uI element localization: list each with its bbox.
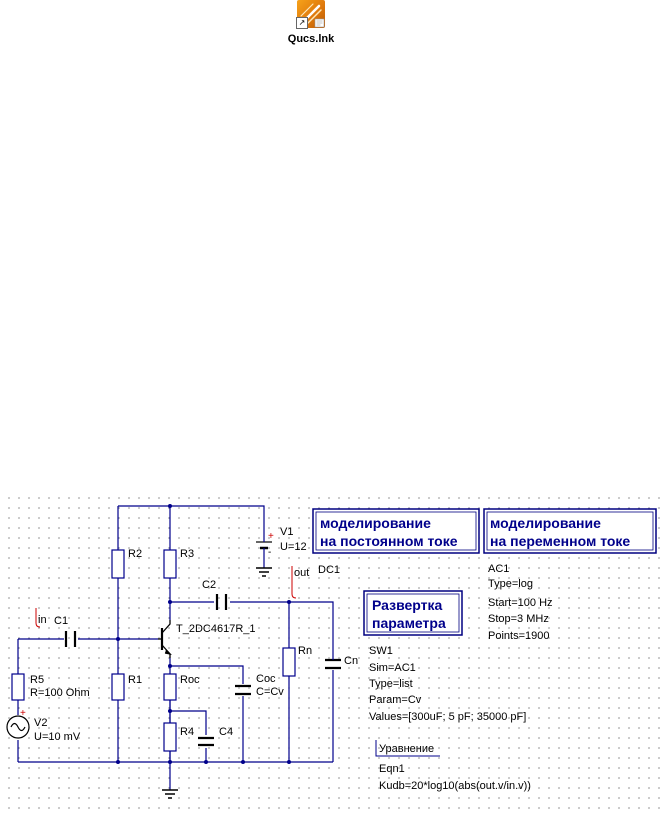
cn-label: Cn xyxy=(344,655,358,667)
ac-box-line1: моделирование xyxy=(490,515,601,531)
sweep-name[interactable]: SW1 xyxy=(369,645,393,657)
dc-source-v1[interactable] xyxy=(256,530,272,560)
v1-plus-sign: + xyxy=(268,531,274,542)
junction-dots xyxy=(116,504,291,764)
dc-sim-box[interactable]: моделирование на постоянном токе xyxy=(312,508,480,554)
dc-sim-name[interactable]: DC1 xyxy=(318,564,340,576)
node-label-in[interactable]: in xyxy=(38,614,47,626)
resistor-r4[interactable] xyxy=(163,722,177,752)
resistor-r1[interactable] xyxy=(111,673,125,701)
shortcut-arrow-icon: ↗ xyxy=(296,17,308,29)
resistor-r2[interactable] xyxy=(111,549,125,579)
sweep-box[interactable]: Развертка параметра xyxy=(363,590,463,636)
r1-label: R1 xyxy=(128,674,142,686)
c1-label: C1 xyxy=(54,615,68,627)
ac-sim-points: Points=1900 xyxy=(488,630,549,642)
equation-expr: Kudb=20*log10(abs(out.v/in.v)) xyxy=(379,780,531,792)
equation-name: Eqn1 xyxy=(379,763,405,775)
dc-box-line2: на постоянном токе xyxy=(320,533,458,549)
r5-label: R5 xyxy=(30,674,44,686)
sweep-type: Type=list xyxy=(369,678,413,690)
r4-label: R4 xyxy=(180,726,194,738)
coc-value: C=Cv xyxy=(256,686,284,698)
v1-label: V1 xyxy=(280,526,293,538)
node-label-in-marker xyxy=(35,608,41,628)
equation-block[interactable]: Уравнение Eqn1 Kudb=20*log10(abs(out.v/i… xyxy=(375,740,531,792)
qucs-app-icon: ↗ xyxy=(296,0,325,29)
dc-box-line1: моделирование xyxy=(320,515,431,531)
ground-main xyxy=(162,789,178,799)
rn-label: Rn xyxy=(298,645,312,657)
sweep-box-line2: параметра xyxy=(372,615,446,631)
node-label-out-marker xyxy=(291,566,297,599)
equation-title: Уравнение xyxy=(379,743,434,755)
r5-value: R=100 Ohm xyxy=(30,687,90,699)
capacitor-c2[interactable] xyxy=(215,594,228,610)
transistor-t1[interactable] xyxy=(158,620,172,658)
sweep-box-line1: Развертка xyxy=(372,597,443,613)
coc-label: Coc xyxy=(256,673,276,685)
r3-label: R3 xyxy=(180,548,194,560)
ac-sim-start: Start=100 Hz xyxy=(488,597,553,609)
c4-label: C4 xyxy=(219,726,233,738)
v2-plus-sign: + xyxy=(20,708,26,719)
capacitor-coc[interactable] xyxy=(235,684,251,696)
qucs-shortcut[interactable]: ↗ Qucs.lnk xyxy=(285,0,337,50)
ac-source-v2[interactable] xyxy=(6,715,30,739)
v1-minus-sign: - xyxy=(268,547,271,558)
shortcut-label: Qucs.lnk xyxy=(287,33,335,45)
ground-v1 xyxy=(256,567,272,577)
schematic-canvas[interactable]: + - + in out R2 R3 R1 Roc R4 R5 R=100 Oh… xyxy=(0,490,661,814)
resistor-r3[interactable] xyxy=(163,549,177,579)
r2-label: R2 xyxy=(128,548,142,560)
roc-label: Roc xyxy=(180,674,200,686)
ac-sim-box[interactable]: моделирование на переменном токе xyxy=(483,508,657,554)
capacitor-cn[interactable] xyxy=(325,658,341,670)
sweep-values: Values=[300uF; 5 pF; 35000 pF] xyxy=(369,711,526,723)
v1-value: U=12 xyxy=(280,541,307,553)
capacitor-c4[interactable] xyxy=(198,736,214,747)
ac-sim-type: Type=log xyxy=(488,578,533,590)
node-label-out[interactable]: out xyxy=(294,567,309,579)
ac-box-line2: на переменном токе xyxy=(490,533,630,549)
capacitor-c1[interactable] xyxy=(64,631,77,647)
transistor-label: T_2DC4617R_1 xyxy=(176,623,256,635)
v2-label: V2 xyxy=(34,717,47,729)
sweep-param: Param=Cv xyxy=(369,694,422,706)
resistor-roc[interactable] xyxy=(163,673,177,701)
ac-sim-name[interactable]: AC1 xyxy=(488,563,509,575)
ac-sim-stop: Stop=3 MHz xyxy=(488,613,549,625)
c2-label: C2 xyxy=(202,579,216,591)
v2-value: U=10 mV xyxy=(34,731,81,743)
sweep-sim: Sim=AC1 xyxy=(369,662,416,674)
resistor-rn[interactable] xyxy=(282,647,296,677)
resistor-r5[interactable] xyxy=(11,673,25,701)
